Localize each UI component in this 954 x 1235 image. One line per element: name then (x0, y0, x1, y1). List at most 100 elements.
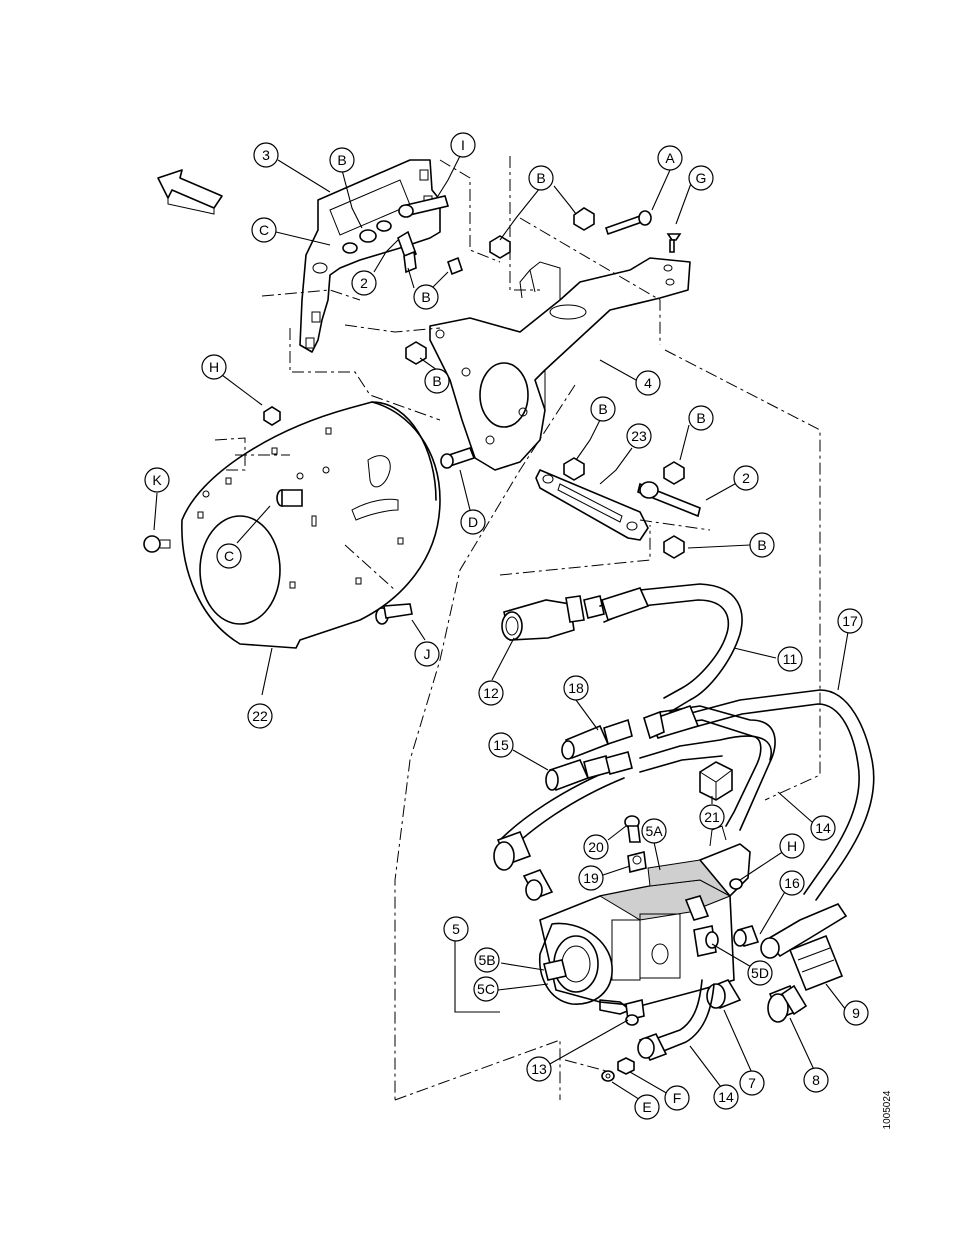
callout-label: 18 (568, 680, 584, 696)
part-d-pin (440, 447, 476, 469)
callout-b: B (688, 405, 714, 431)
callout-a: A (657, 145, 683, 171)
fitting-20-19 (624, 815, 647, 873)
callout-label: 5B (478, 952, 495, 968)
callout-label: 17 (842, 613, 858, 629)
fasteners-k-j (143, 535, 413, 625)
fitting-18 (561, 718, 633, 760)
callout-12: 12 (478, 680, 504, 706)
washer-e-nut-f (601, 1057, 635, 1082)
part-3-bracket (299, 159, 463, 353)
callout-label: 7 (748, 1075, 756, 1091)
callout-4: 4 (635, 370, 661, 396)
part-22-cover (181, 401, 441, 649)
callout-label: 5 (452, 921, 460, 937)
callout-c: C (216, 543, 242, 569)
callout-7: 7 (739, 1070, 765, 1096)
callout-c: C (251, 217, 277, 243)
callout-label: B (337, 152, 346, 168)
callout-label: J (424, 646, 431, 662)
fitting-15 (545, 751, 633, 792)
callout-label: B (432, 373, 441, 389)
elbow-fitting-left (493, 830, 554, 901)
callout-i: I (450, 132, 476, 158)
callout-d: D (460, 509, 486, 535)
part-21-block (699, 761, 733, 801)
callout-21: 21 (699, 804, 725, 830)
callout-label: 22 (252, 708, 268, 724)
callout-15: 15 (488, 732, 514, 758)
callout-label: 19 (583, 870, 599, 886)
callout-label: 8 (812, 1072, 820, 1088)
part-4-bracket-plate (429, 257, 691, 471)
callout-label: B (757, 537, 766, 553)
callout-label: 9 (852, 1005, 860, 1021)
callout-b: B (528, 165, 554, 191)
callout-label: 3 (262, 147, 270, 163)
callout-g: G (688, 165, 714, 191)
callout-22: 22 (247, 703, 273, 729)
callout-label: 5C (477, 981, 495, 997)
callout-label: 2 (742, 470, 750, 486)
callout-b: B (590, 396, 616, 422)
callout-label: 14 (815, 820, 831, 836)
callout-b: B (424, 368, 450, 394)
callout-label: 12 (483, 685, 499, 701)
callout-17: 17 (837, 608, 863, 634)
callout-20: 20 (583, 834, 609, 860)
callout-5d: 5D (747, 960, 773, 986)
part-23-slotted-link (535, 469, 649, 541)
callouts: 3 B I B A G C 2 B B 4 H B B 23 2 K C D B… (144, 132, 869, 1120)
callout-13: 13 (526, 1056, 552, 1082)
callout-2: 2 (351, 270, 377, 296)
callout-j: J (414, 641, 440, 667)
callout-e: E (634, 1094, 660, 1120)
callout-h: H (201, 354, 227, 380)
callout-18: 18 (563, 675, 589, 701)
fitting-16 (733, 925, 760, 947)
callout-label: 16 (784, 875, 800, 891)
callout-b: B (329, 147, 355, 173)
callout-label: B (598, 401, 607, 417)
callout-9: 9 (843, 1000, 869, 1026)
callout-5a: 5A (641, 818, 667, 844)
callout-2: 2 (733, 465, 759, 491)
callout-5c: 5C (473, 976, 499, 1002)
callout-label: H (209, 359, 219, 375)
callout-11: 11 (777, 646, 803, 672)
callout-label: 21 (704, 809, 720, 825)
fitting-13 (625, 999, 645, 1026)
callout-label: 5A (645, 823, 663, 839)
callout-label: 15 (493, 737, 509, 753)
callout-label: C (224, 548, 234, 564)
callout-label: F (673, 1090, 682, 1106)
lower-hose-14 (637, 979, 715, 1062)
part-12-fitting (501, 595, 605, 641)
callout-label: 13 (531, 1061, 547, 1077)
callout-label: E (642, 1099, 651, 1115)
callout-f: F (664, 1085, 690, 1111)
callout-8: 8 (803, 1067, 829, 1093)
callout-leaders (153, 151, 849, 1104)
callout-label: G (696, 170, 707, 186)
callout-3: 3 (253, 142, 279, 168)
callout-label: B (696, 410, 705, 426)
callout-label: 5D (751, 965, 769, 981)
callout-label: 11 (783, 651, 798, 667)
callout-label: 14 (718, 1089, 734, 1105)
callout-label: A (665, 150, 675, 166)
callout-5: 5 (443, 916, 469, 942)
part-5-pump-assembly (538, 825, 751, 1015)
callout-b: B (749, 532, 775, 558)
callout-label: D (468, 514, 478, 530)
callout-5b: 5B (474, 947, 500, 973)
callout-label: B (536, 170, 545, 186)
callout-label: 23 (631, 428, 647, 444)
callout-label: 2 (360, 275, 368, 291)
fitting-9 (760, 903, 848, 992)
callout-h: H (779, 833, 805, 859)
assembly-centerlines (214, 156, 821, 1101)
callout-14: 14 (810, 815, 836, 841)
callout-14: 14 (713, 1084, 739, 1110)
